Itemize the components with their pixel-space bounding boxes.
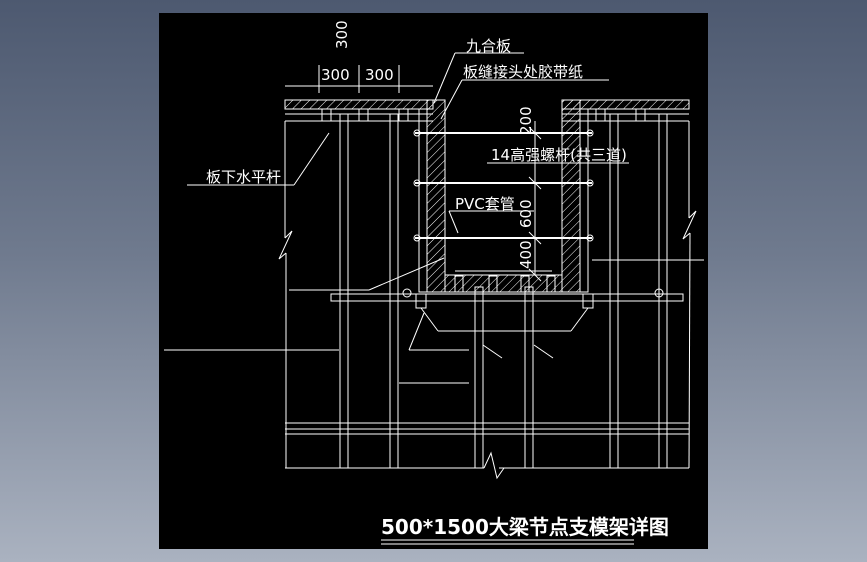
leader-lines bbox=[164, 52, 704, 384]
beam-support-detail-svg: 300 300 300 九合板 板缝接头处胶带纸 板下水平杆 14高强螺杆(共三… bbox=[164, 20, 704, 545]
tie-bolts bbox=[413, 129, 594, 242]
label-bolt: 14高强螺杆(共三道) bbox=[491, 146, 627, 164]
dim-200: 200 bbox=[517, 106, 535, 135]
dimension-lines bbox=[285, 65, 542, 282]
dim-span-b: 300 bbox=[365, 66, 394, 84]
break-lines bbox=[278, 121, 697, 469]
label-horizontal-bar: 板下水平杆 bbox=[206, 168, 281, 186]
support-ledger bbox=[330, 288, 684, 332]
bottom-horizontal-bars bbox=[285, 422, 689, 480]
label-pvc: PVC套管 bbox=[455, 195, 515, 213]
dim-span-a: 300 bbox=[321, 66, 350, 84]
cad-drawing-canvas: 300 300 300 九合板 板缝接头处胶带纸 板下水平杆 14高强螺杆(共三… bbox=[159, 13, 708, 549]
label-plywood: 九合板 bbox=[466, 37, 511, 55]
slab-formwork bbox=[284, 99, 690, 122]
dim-400: 400 bbox=[517, 240, 535, 269]
label-tape: 板缝接头处胶带纸 bbox=[463, 63, 583, 81]
drawing-title: 500*1500大梁节点支模架详图 bbox=[381, 515, 669, 539]
dim-300-vertical: 300 bbox=[333, 20, 351, 49]
dim-600: 600 bbox=[517, 199, 535, 228]
